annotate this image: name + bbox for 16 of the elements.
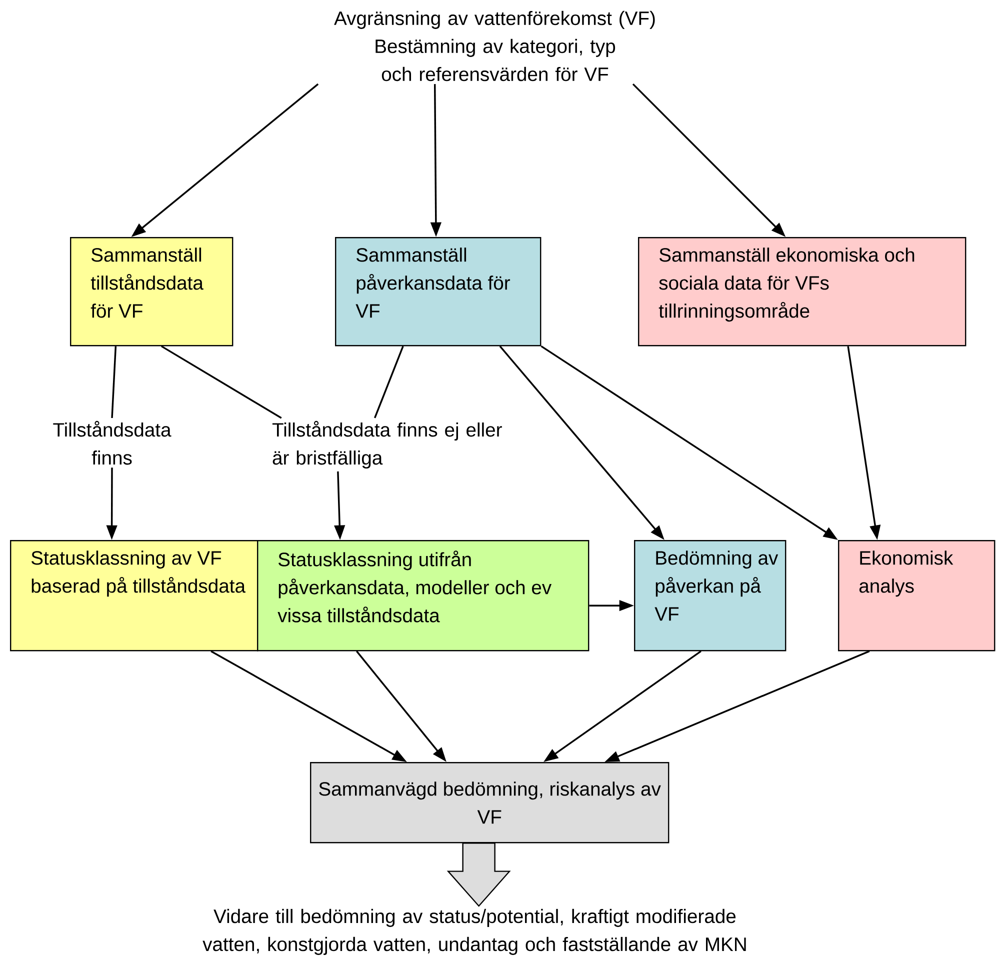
connector-line xyxy=(160,345,282,419)
connector-line xyxy=(111,346,117,418)
process-box: Sammanställ påverkansdata för VF xyxy=(335,237,542,346)
condition-text: Tillståndsdata finns ej eller är bristfälliga xyxy=(272,420,502,469)
process-box: Sammanställ ekonomiska och sociala data för VFs tillrinningsområde xyxy=(638,237,966,346)
condition-text: Tillståndsdata finns xyxy=(53,420,172,465)
connector-line xyxy=(374,346,404,418)
process-box: Sammanvägd bedömning, riskanalys av VF xyxy=(310,762,670,844)
heading-text: Avgränsning av vattenförekomst (VF) Bestämning av kategori, typ och referensvärden för VF xyxy=(334,10,655,82)
process-box: Ekonomisk analys xyxy=(838,540,996,652)
process-box: Statusklassning av VF baserad på tillståndsdata xyxy=(10,540,258,652)
process-box: Bedömning av påverkan på VF xyxy=(634,540,786,652)
process-box: Sammanställ tillståndsdata för VF xyxy=(70,237,234,346)
block-arrow xyxy=(446,842,511,907)
outcome-text: Vidare till bedömning av status/potential, kraftigt modifierade vatten, konstgjorda vatten, undantag och fastställande av MKN xyxy=(202,908,746,955)
process-box: Statusklassning utifrån påverkansdata, modeller och ev vissa tillståndsdata xyxy=(257,540,590,652)
